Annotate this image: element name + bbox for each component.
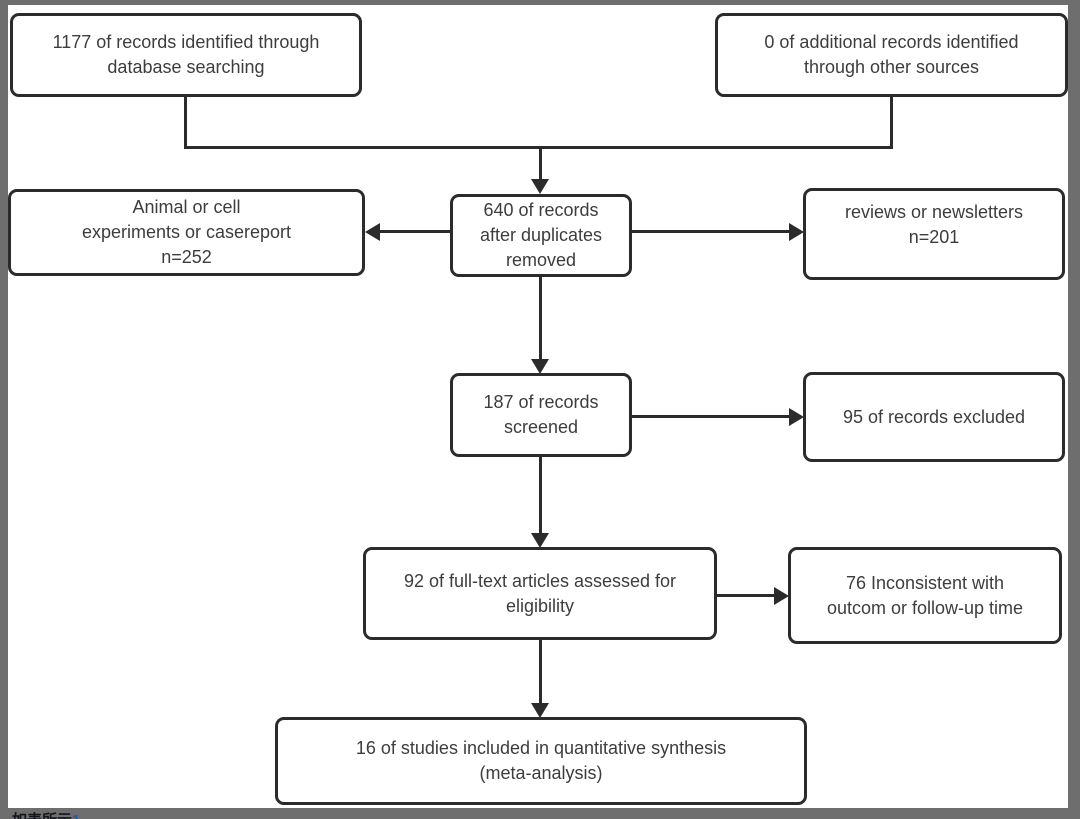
arrowhead-right-to-excluded-icon: [789, 408, 804, 426]
connector-right-drop: [890, 96, 893, 149]
connector-screened-to-excluded: [632, 415, 790, 418]
connector-fulltext-to-included: [539, 640, 542, 704]
arrowhead-right-to-reviews-icon: [789, 223, 804, 241]
node-duplicates-removed: 640 of records after duplicates removed: [450, 194, 632, 277]
connector-left-drop: [184, 96, 187, 149]
figure-caption-cropped: 如表所示1: [12, 809, 80, 819]
node-records-identified: 1177 of records identified through datab…: [10, 13, 362, 97]
connector-duplicates-to-animal: [379, 230, 452, 233]
flow-diagram-canvas: 1177 of records identified through datab…: [8, 5, 1068, 808]
caption-text: 如表所示: [12, 812, 72, 819]
arrowhead-down-to-included-icon: [531, 703, 549, 718]
node-additional-records: 0 of additional records identified throu…: [715, 13, 1068, 97]
arrowhead-left-to-animal-icon: [365, 223, 380, 241]
connector-duplicates-to-reviews: [632, 230, 790, 233]
node-reviews-newsletters-excluded: reviews or newsletters n=201: [803, 188, 1065, 280]
node-fulltext-assessed: 92 of full-text articles assessed for el…: [363, 547, 717, 640]
connector-duplicates-to-screened: [539, 277, 542, 360]
arrowhead-down-to-screened-icon: [531, 359, 549, 374]
connector-screened-to-fulltext: [539, 457, 542, 534]
caption-reference-number: 1: [72, 812, 80, 819]
arrowhead-right-to-inconsistent-icon: [774, 587, 789, 605]
node-animal-cell-excluded: Animal or cell experiments or casereport…: [8, 189, 365, 276]
connector-fulltext-to-inconsistent: [717, 594, 775, 597]
node-studies-included: 16 of studies included in quantitative s…: [275, 717, 807, 805]
connector-merge-stem: [539, 146, 542, 180]
connector-merge-bar: [184, 146, 893, 149]
node-records-screened: 187 of records screened: [450, 373, 632, 457]
arrowhead-down-to-fulltext-icon: [531, 533, 549, 548]
node-inconsistent-excluded: 76 Inconsistent with outcom or follow-up…: [788, 547, 1062, 644]
node-records-excluded: 95 of records excluded: [803, 372, 1065, 462]
arrowhead-down-to-duplicates-icon: [531, 179, 549, 194]
